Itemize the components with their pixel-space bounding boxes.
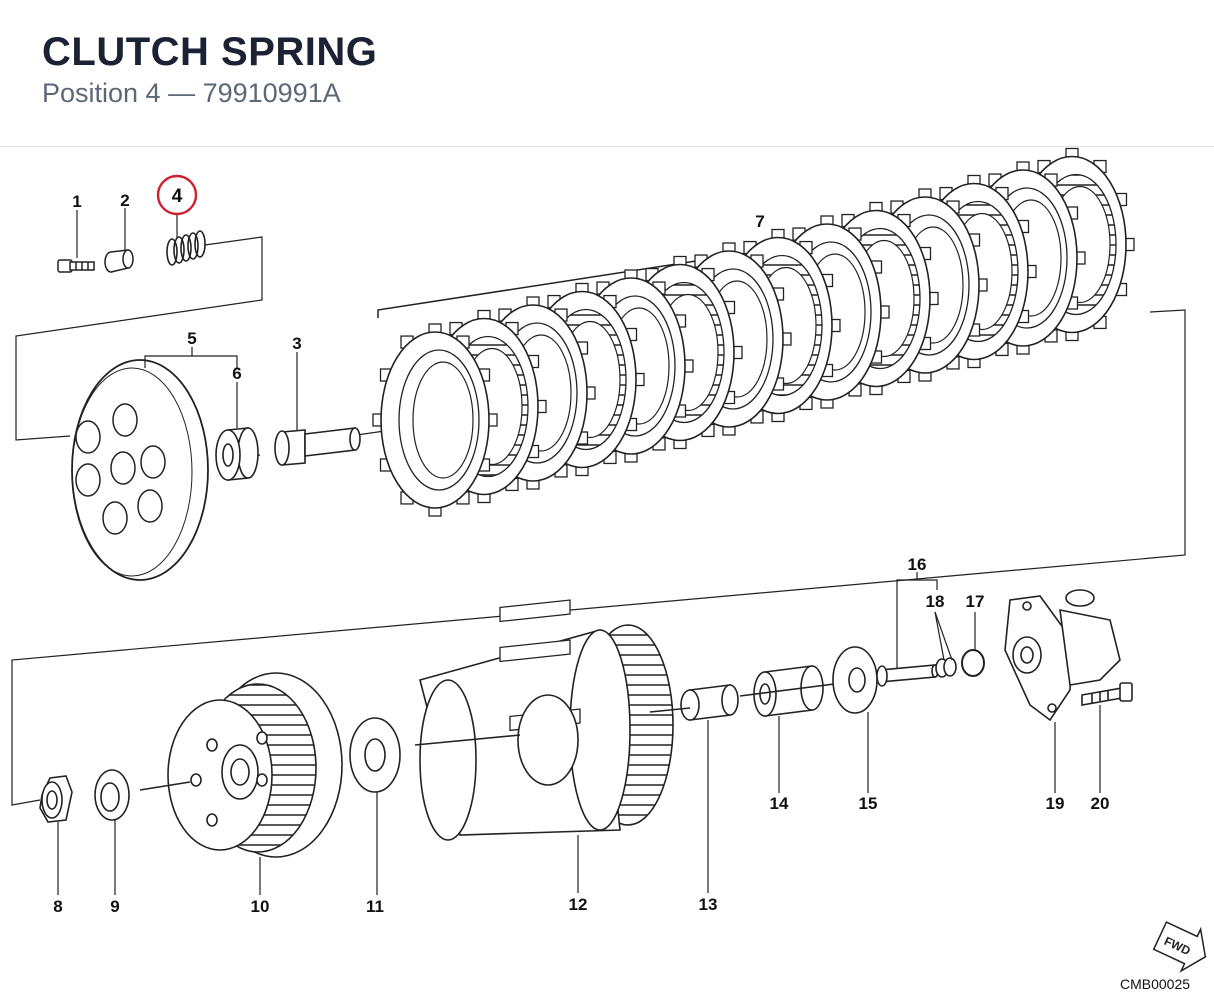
callout-7: 7 (755, 212, 764, 231)
part-8-nut[interactable] (39, 775, 73, 823)
part-20-bolt[interactable] (1081, 682, 1133, 706)
callout-4: 4 (172, 186, 183, 207)
highlight-ring (156, 174, 198, 216)
part-1-screw[interactable] (57, 259, 95, 273)
callout-19: 19 (1046, 794, 1065, 813)
callout-11: 11 (366, 897, 384, 916)
callout-18: 18 (926, 592, 945, 611)
callout-17: 17 (966, 592, 985, 611)
exploded-clutch-diagram: 1 2 4 5 6 3 7 16 18 17 14 15 19 20 8 9 1… (11, 147, 1207, 973)
callout-3: 3 (292, 334, 301, 353)
part-17-circlip[interactable] (961, 649, 985, 677)
callout-12: 12 (569, 895, 588, 914)
part-9-washer[interactable] (94, 769, 130, 821)
leader-lines (57, 208, 1101, 895)
callout-10: 10 (251, 897, 270, 916)
part-13-bush[interactable] (649, 684, 739, 721)
page-subtitle: Position 4 — 79910991A (42, 78, 341, 108)
page-title: CLUTCH SPRING (42, 30, 378, 74)
callout-labels: 1 2 4 5 6 3 7 16 18 17 14 15 19 20 8 9 1… (53, 174, 1110, 916)
callout-15: 15 (859, 794, 878, 813)
clutch-plates (372, 147, 1135, 517)
part-18-o-rings[interactable] (935, 657, 957, 678)
part-19-slave-cylinder[interactable] (1004, 589, 1121, 722)
callout-1: 1 (72, 192, 81, 211)
part-2-cup[interactable] (104, 249, 134, 273)
callout-2: 2 (120, 191, 129, 210)
part-5-pressure-plate[interactable] (71, 359, 209, 581)
part-11-thrust-washer[interactable] (349, 717, 401, 793)
callout-8: 8 (53, 897, 62, 916)
part-4-clutch-spring[interactable] (166, 230, 206, 266)
part-3-push-rod[interactable] (274, 427, 361, 466)
page-header: CLUTCH SPRING Position 4 — 79910991A (0, 0, 1214, 147)
part-16-pushrod[interactable] (876, 664, 939, 687)
callout-13: 13 (699, 895, 718, 914)
part-14-sleeve[interactable] (739, 665, 851, 717)
part-12-clutch-basket[interactable] (414, 599, 674, 841)
part-10-clutch-hub[interactable] (139, 672, 343, 858)
fwd-arrow-icon: FWD (1152, 921, 1207, 973)
callout-20: 20 (1091, 794, 1110, 813)
callout-5: 5 (187, 329, 196, 348)
callout-6: 6 (232, 364, 241, 383)
callout-9: 9 (110, 897, 119, 916)
part-15-spacer[interactable] (832, 646, 878, 714)
clutch-plate (372, 323, 498, 517)
callout-16: 16 (908, 555, 927, 574)
part-6-bearing[interactable] (215, 427, 259, 481)
callout-14: 14 (770, 794, 789, 813)
drawing-code: CMB00025 (1120, 976, 1191, 992)
